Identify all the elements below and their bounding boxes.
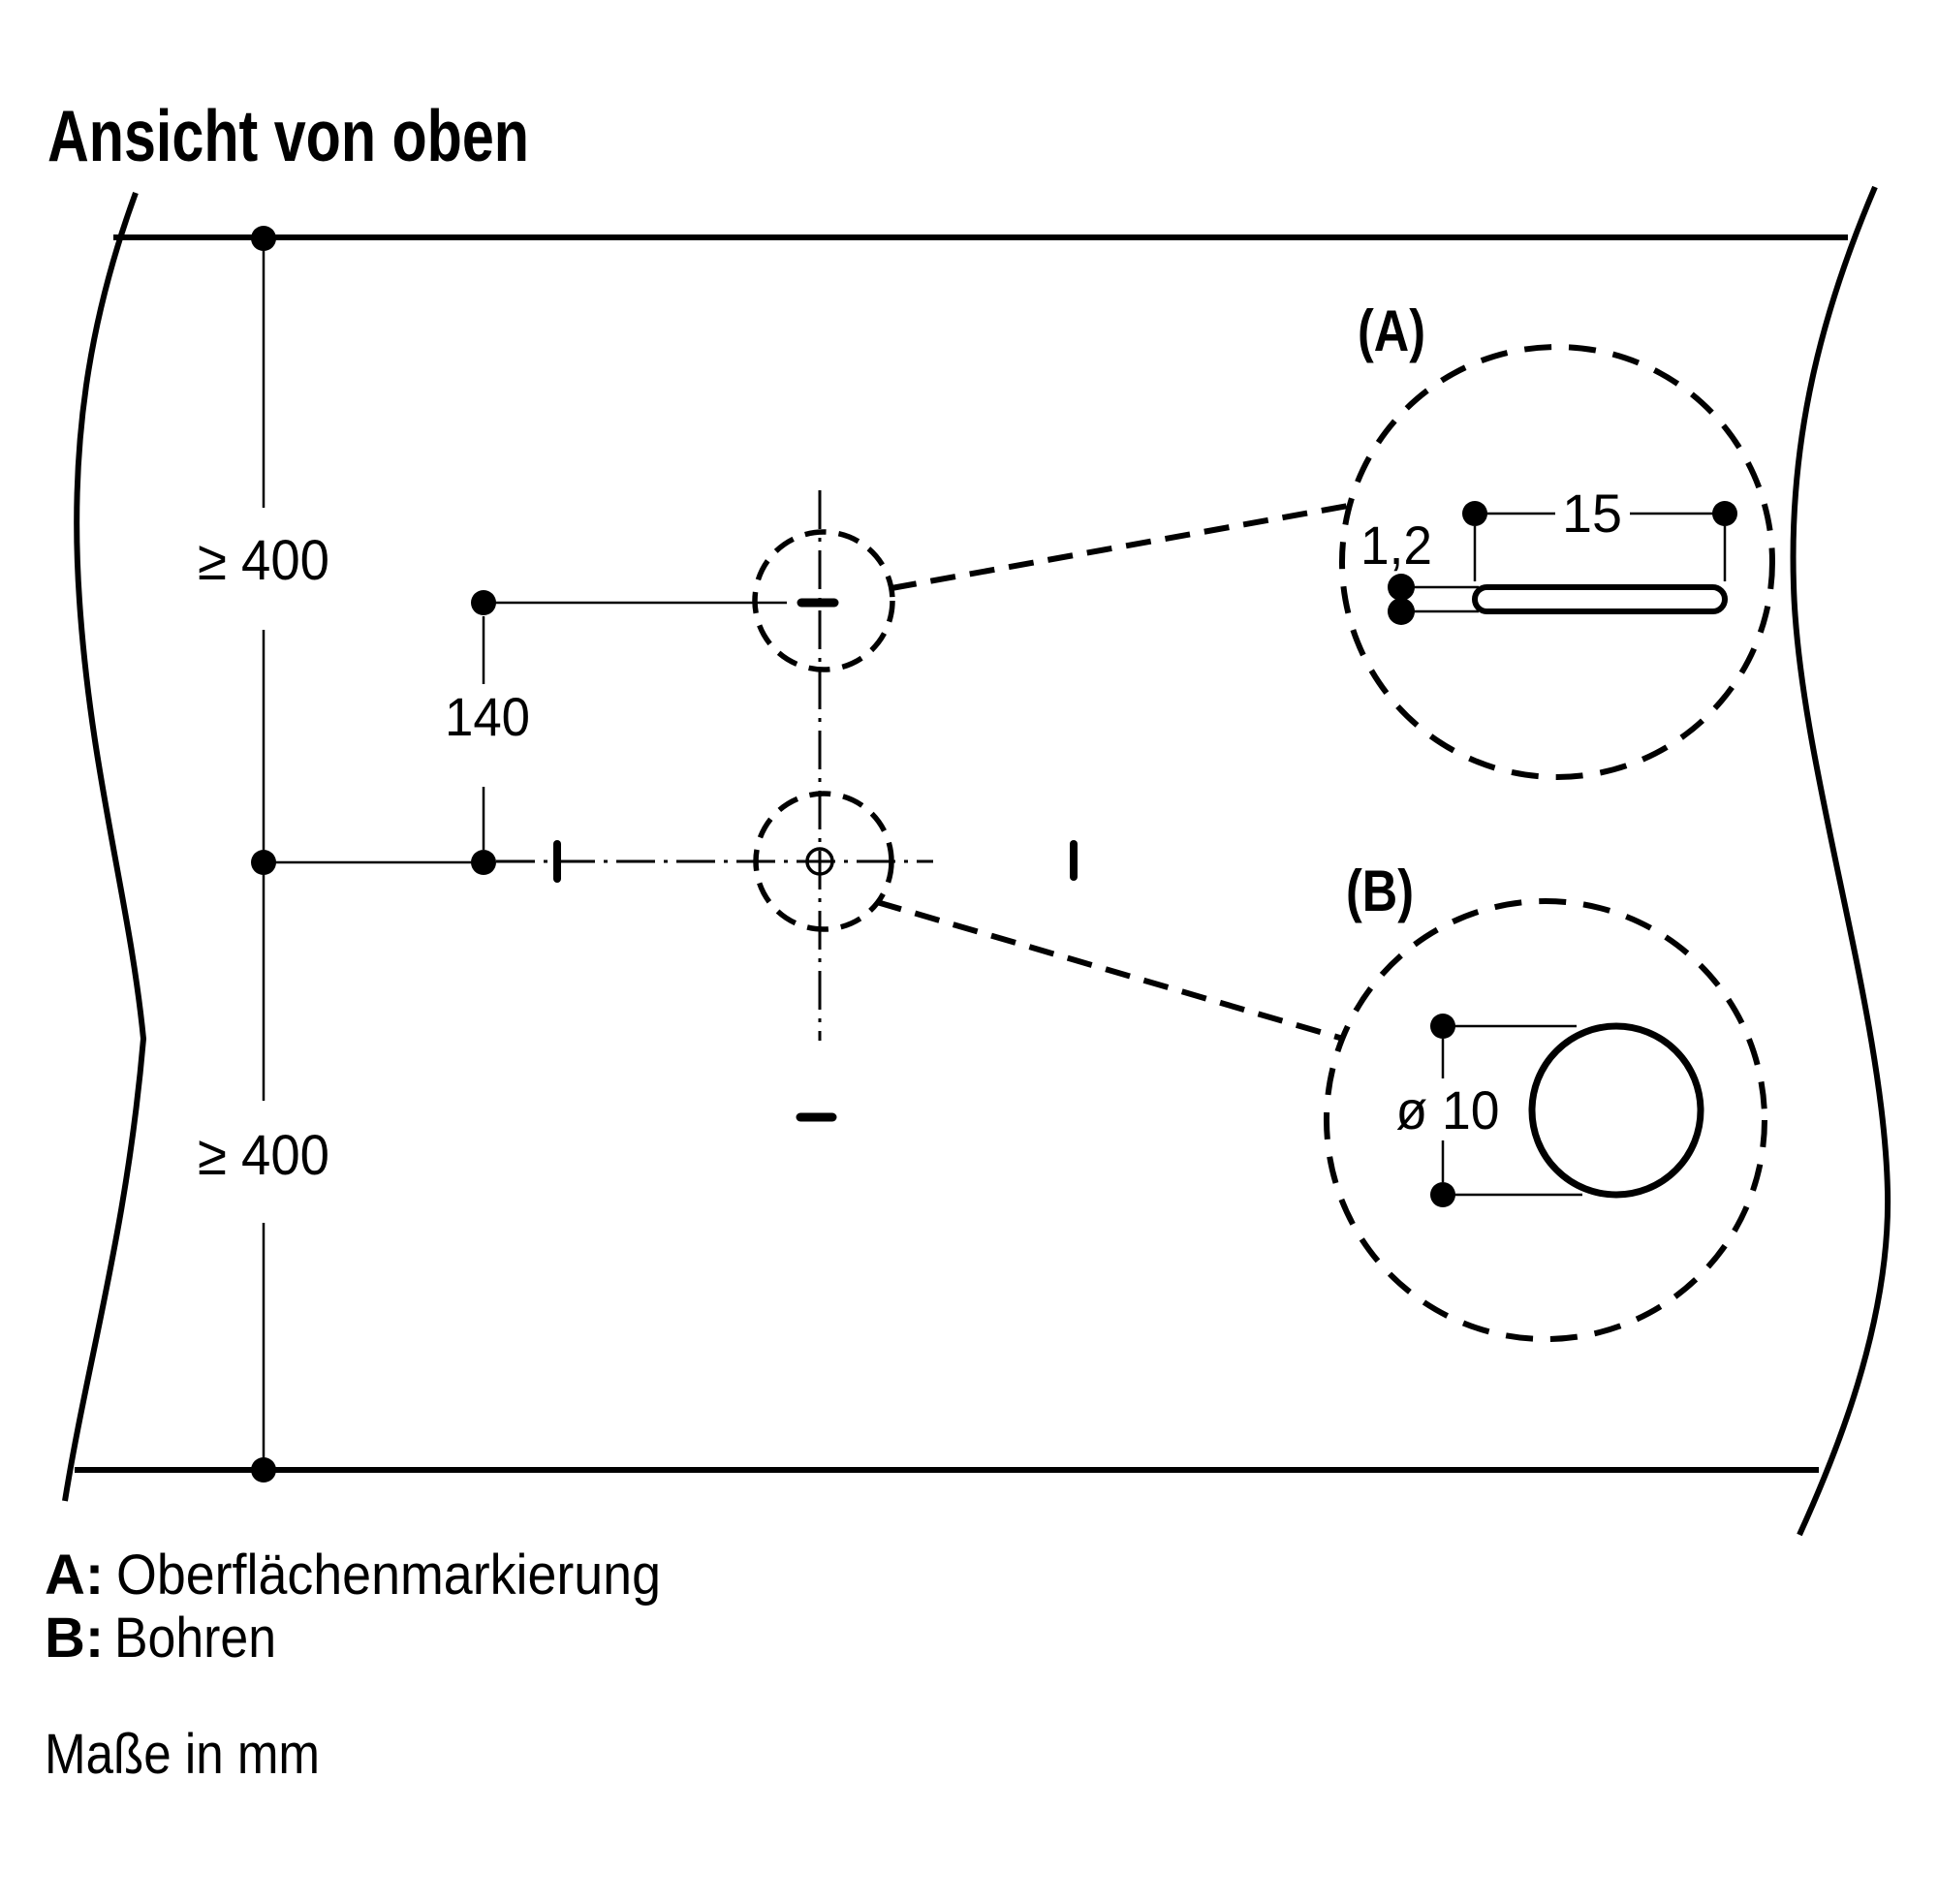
legend-text-a: Oberflächenmarkierung <box>116 1544 661 1607</box>
drill-hole-callout-circle <box>753 791 894 932</box>
slot-outline <box>1472 584 1728 614</box>
dim-dot-bottom <box>251 1457 276 1483</box>
page-title: Ansicht von oben <box>47 95 529 176</box>
drill-hole-center-circle <box>805 847 834 876</box>
units-footnote: Maße in mm <box>45 1723 320 1786</box>
legend-line-a: A: Oberflächenmarkierung <box>45 1544 661 1607</box>
legend-key-a: A: <box>45 1544 104 1607</box>
hole-diameter-label: ø 10 <box>1396 1079 1500 1140</box>
leader-line-detail-a <box>891 503 1349 591</box>
offset-dim-dot-bottom <box>471 850 496 875</box>
slot-length-label: 15 <box>1562 483 1622 544</box>
legend-text-b: Bohren <box>114 1607 276 1670</box>
detail-a-bubble-circle <box>1339 344 1775 780</box>
detail-b-label: (B) <box>1346 858 1414 923</box>
offset-dimension-label: 140 <box>445 686 530 747</box>
worktop-left-break-line <box>62 191 147 1502</box>
clearance-top-label: ≥ 400 <box>198 529 329 592</box>
detail-b-bubble-circle <box>1324 898 1767 1342</box>
surface-mark-callout-circle <box>752 529 895 672</box>
legend-key-b: B: <box>45 1607 104 1670</box>
drill-hole-outline <box>1528 1022 1704 1199</box>
offset-dim-dot-top <box>471 590 496 615</box>
hole-dia-dot-top <box>1430 1014 1455 1039</box>
detail-a-label: (A) <box>1358 298 1425 363</box>
worktop-right-break-line <box>1790 185 1891 1537</box>
slot-width-label: 1,2 <box>1360 515 1432 576</box>
legend-line-b: B: Bohren <box>45 1607 276 1670</box>
hole-dia-dot-bottom <box>1430 1182 1455 1207</box>
dim-dot-top <box>251 226 276 251</box>
leader-line-detail-b <box>876 899 1344 1042</box>
clearance-bottom-label: ≥ 400 <box>198 1124 329 1187</box>
